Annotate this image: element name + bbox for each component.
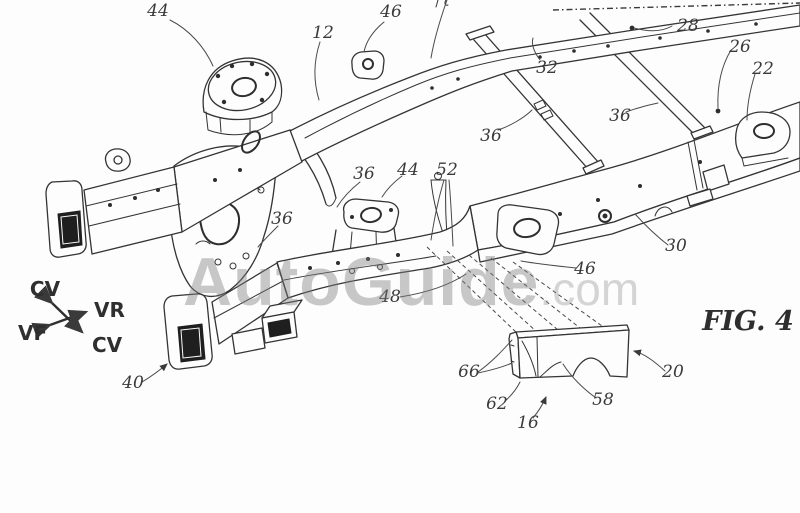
ref-label-44-top: 44	[146, 1, 169, 21]
direction-label-vf: VF	[18, 321, 47, 345]
ref-label-48: 48	[378, 287, 401, 307]
ref-label-12: 12	[312, 23, 334, 43]
spring-tower-mid	[329, 198, 400, 270]
ref-label-32: 32	[536, 58, 558, 78]
rail-mount-bracket-46	[496, 204, 560, 256]
far-frame-horn	[45, 148, 183, 258]
ref-label-40: 40	[121, 373, 144, 393]
ref-label-16: 16	[517, 413, 539, 433]
ref-label-36-c: 36	[480, 126, 502, 146]
leader-lines	[141, 0, 756, 419]
cropped-top-rail-edge	[435, 0, 800, 11]
reference-numerals: 44 12 46 28 26 22 32 36 36 36 36 44 52 3…	[121, 1, 774, 433]
cv-axis-arrow	[34, 285, 84, 334]
spring-hanger-bracket	[735, 111, 791, 167]
ref-label-66: 66	[458, 362, 480, 382]
ref-label-46-right: 46	[573, 259, 596, 279]
direction-indicator: CV VR VF CV	[18, 277, 125, 357]
vf-vr-axis-arrow	[31, 309, 89, 339]
ref-label-22: 22	[751, 59, 774, 79]
ref-label-46-top: 46	[379, 2, 402, 22]
direction-label-vr: VR	[94, 298, 125, 322]
ref-label-30: 30	[665, 236, 687, 256]
ref-label-62: 62	[486, 394, 508, 414]
direction-label-cv-top: CV	[30, 277, 61, 301]
ref-label-36-d: 36	[609, 106, 631, 126]
ref-label-36-a: 36	[271, 209, 293, 229]
figure-caption: FIG. 4	[701, 306, 793, 337]
ref-label-26: 26	[728, 37, 751, 57]
bumper-beam-block	[508, 324, 630, 379]
cab-mount-bracket-46	[351, 50, 385, 80]
ref-label-28: 28	[676, 16, 699, 36]
projection-lines	[426, 246, 603, 335]
near-frame-rail-front	[276, 205, 479, 299]
ref-label-20: 20	[661, 362, 684, 382]
ref-label-52: 52	[436, 160, 458, 180]
spring-tower-front	[202, 57, 283, 136]
ref-label-36-b: 36	[353, 164, 375, 184]
direction-label-cv-bottom: CV	[92, 333, 123, 357]
ref-label-44-mid: 44	[396, 160, 419, 180]
ref-label-58: 58	[592, 390, 614, 410]
near-frame-horn	[163, 262, 303, 370]
